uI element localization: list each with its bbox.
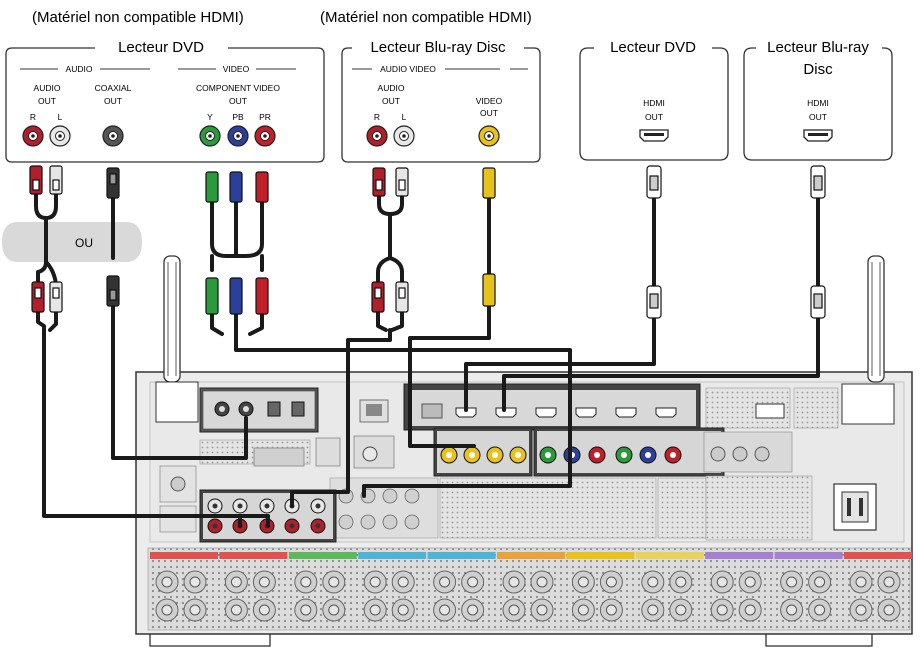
hdmi-bluray-player-panel: Lecteur Blu-ray Disc HDMI OUT: [744, 39, 892, 160]
jack-label-r: R: [30, 112, 36, 122]
rca-plug-blue: [230, 278, 242, 314]
hdmi-bluray-title: Lecteur Blu-ray: [767, 39, 869, 56]
rca-jack-pb: [228, 126, 248, 146]
hdmi-bluray-title-2: Disc: [803, 61, 833, 78]
hdmi-input-panel: [404, 384, 700, 430]
audio-out-label: AUDIO: [378, 83, 405, 93]
rca-plug-red: [256, 278, 268, 314]
hdmi-out-label-2: OUT: [809, 112, 827, 122]
jack-label-l: L: [402, 112, 407, 122]
rca-jack-audio-r: [367, 126, 387, 146]
non-hdmi-label-left: (Matériel non compatible HDMI): [32, 9, 244, 26]
hdmi-port: [640, 130, 668, 141]
hdmi-dvd-title: Lecteur DVD: [610, 39, 696, 56]
audio-out-label-2: OUT: [38, 96, 56, 106]
rca-plug-green: [206, 172, 218, 202]
hdmi-out-label: HDMI: [807, 98, 829, 108]
jack-label-r: R: [374, 112, 380, 122]
coaxial-plug: [107, 168, 119, 198]
rca-plug-red: [372, 282, 384, 312]
rca-plug-red: [256, 172, 268, 202]
component-out-label: COMPONENT VIDEO: [196, 83, 280, 93]
rca-jack-coaxial: [103, 126, 123, 146]
rca-plug-yellow: [483, 168, 495, 198]
non-hdmi-label-right: (Matériel non compatible HDMI): [320, 9, 532, 26]
rca-plug-blue: [230, 172, 242, 202]
rca-jack-audio-l: [394, 126, 414, 146]
rca-plug-red: [32, 282, 44, 312]
coaxial-plug: [107, 276, 119, 306]
rca-plug-white: [396, 168, 408, 196]
audio-video-group-label: AUDIO VIDEO: [380, 64, 436, 74]
video-input-panel: [434, 428, 532, 476]
coaxial-out-label-2: OUT: [104, 96, 122, 106]
av-receiver: [136, 256, 912, 646]
rca-jack-composite-video: [479, 126, 499, 146]
jack-label-pb: PB: [232, 112, 244, 122]
rca-plug-red: [30, 166, 42, 194]
or-label: OU: [75, 236, 93, 250]
antenna-right: [842, 256, 894, 424]
component-out-label-2: OUT: [229, 96, 247, 106]
bluray-player-title: Lecteur Blu-ray Disc: [370, 39, 506, 56]
rca-plug-green: [206, 278, 218, 314]
hdmi-port: [804, 130, 832, 141]
audio-out-label: AUDIO: [34, 83, 61, 93]
audio-out-label-2: OUT: [382, 96, 400, 106]
hdmi-dvd-player-panel: Lecteur DVD HDMI OUT: [580, 39, 728, 160]
component-input-panel: [534, 428, 724, 476]
coaxial-out-label: COAXIAL: [95, 83, 132, 93]
power-inlet: [834, 484, 876, 530]
rca-jack-audio-l: [50, 126, 70, 146]
video-out-label: VIDEO: [476, 96, 503, 106]
rca-jack-y: [200, 126, 220, 146]
jack-label-l: L: [58, 112, 63, 122]
rca-jack-audio-r: [23, 126, 43, 146]
or-bubble: OU: [2, 222, 142, 262]
rca-plug-yellow: [483, 274, 495, 306]
video-group-label: VIDEO: [223, 64, 250, 74]
dvd-player-title: Lecteur DVD: [118, 39, 204, 56]
dvd-player-panel: Lecteur DVD AUDIO VIDEO AUDIO OUT COAXIA…: [6, 39, 324, 162]
bluray-player-panel: Lecteur Blu-ray Disc AUDIO VIDEO AUDIO O…: [342, 39, 540, 162]
digital-audio-inputs: [200, 388, 318, 432]
audio-group-label: AUDIO: [66, 64, 93, 74]
hdmi-plug: [811, 286, 825, 318]
hdmi-plug: [647, 286, 661, 318]
antenna-left: [156, 256, 198, 422]
hdmi-out-label-2: OUT: [645, 112, 663, 122]
rca-plug-white: [50, 166, 62, 194]
jack-label-pr: PR: [259, 112, 271, 122]
rca-plug-red: [373, 168, 385, 196]
hdmi-plug: [647, 166, 661, 198]
rca-plug-white: [396, 282, 408, 312]
hdmi-out-label: HDMI: [643, 98, 665, 108]
rca-jack-pr: [255, 126, 275, 146]
video-out-label-2: OUT: [480, 108, 498, 118]
hdmi-plug: [811, 166, 825, 198]
jack-label-y: Y: [207, 112, 213, 122]
rca-plug-white: [50, 282, 62, 312]
plugs: [30, 166, 825, 318]
